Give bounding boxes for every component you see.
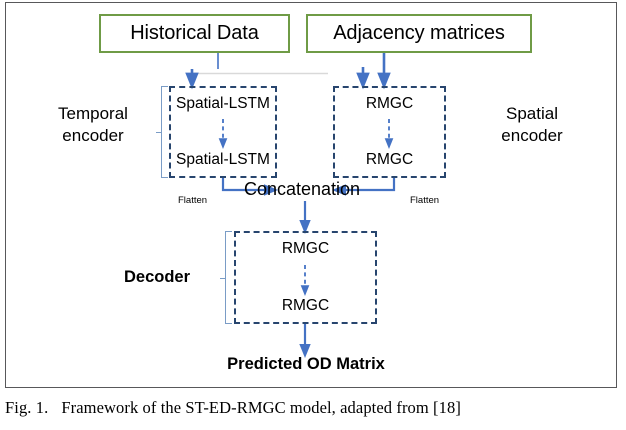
output-label-predicted-od-matrix: Predicted OD Matrix	[227, 355, 385, 373]
flatten-label-left: Flatten	[178, 195, 208, 206]
diagram-connector-layer	[185, 53, 396, 359]
bracket-tick	[220, 277, 226, 279]
figure-caption: Fig. 1. Framework of the ST-ED-RMGC model…	[5, 398, 621, 418]
spatial-encoder-layer-1: RMGC	[365, 95, 414, 112]
decoder-box: RMGC RMGC	[234, 231, 377, 324]
source-label-adjacency-matrices: Adjacency matrices	[333, 22, 505, 44]
temporal-encoder-layer-1: Spatial-LSTM	[176, 95, 270, 112]
figure-frame: Historical Data Adjacency matrices Spati…	[5, 2, 617, 388]
spatial-encoder-layer-2: RMGC	[365, 151, 414, 168]
decoder-layer-1: RMGC	[281, 240, 330, 257]
spatial-encoder-label-line2: encoder	[501, 125, 563, 145]
source-box-historical-data: Historical Data	[99, 14, 290, 53]
decoder-label: Decoder	[123, 268, 191, 286]
source-label-historical-data: Historical Data	[130, 22, 259, 44]
concatenation-label: Concatenation	[243, 179, 361, 199]
temporal-encoder-layer-2: Spatial-LSTM	[176, 151, 270, 168]
spatial-encoder-label-line1: Spatial	[506, 104, 558, 123]
spatial-encoder-label: Spatial encoder	[472, 103, 592, 147]
spatial-encoder-box: RMGC RMGC	[333, 86, 446, 178]
decoder-layer-2: RMGC	[281, 297, 330, 314]
decoder-label-wrap: Decoder	[102, 267, 212, 288]
temporal-encoder-bracket	[156, 86, 168, 178]
temporal-encoder-label: Temporal encoder	[34, 103, 152, 147]
decoder-bracket	[220, 231, 232, 324]
bracket-tick	[156, 132, 162, 134]
source-box-adjacency-matrices: Adjacency matrices	[306, 14, 532, 53]
temporal-encoder-box: Spatial-LSTM Spatial-LSTM	[169, 86, 277, 178]
arrow-flatten-right-to-concatenation	[331, 178, 396, 196]
figure-caption-text: Framework of the ST-ED-RMGC model, adapt…	[61, 398, 461, 417]
temporal-encoder-label-line1: Temporal	[58, 104, 128, 123]
flatten-label-right: Flatten	[410, 195, 440, 206]
arrow-flatten-left-to-concatenation	[221, 178, 279, 196]
figure-caption-number: Fig. 1.	[5, 398, 49, 417]
temporal-encoder-label-line2: encoder	[62, 125, 124, 145]
